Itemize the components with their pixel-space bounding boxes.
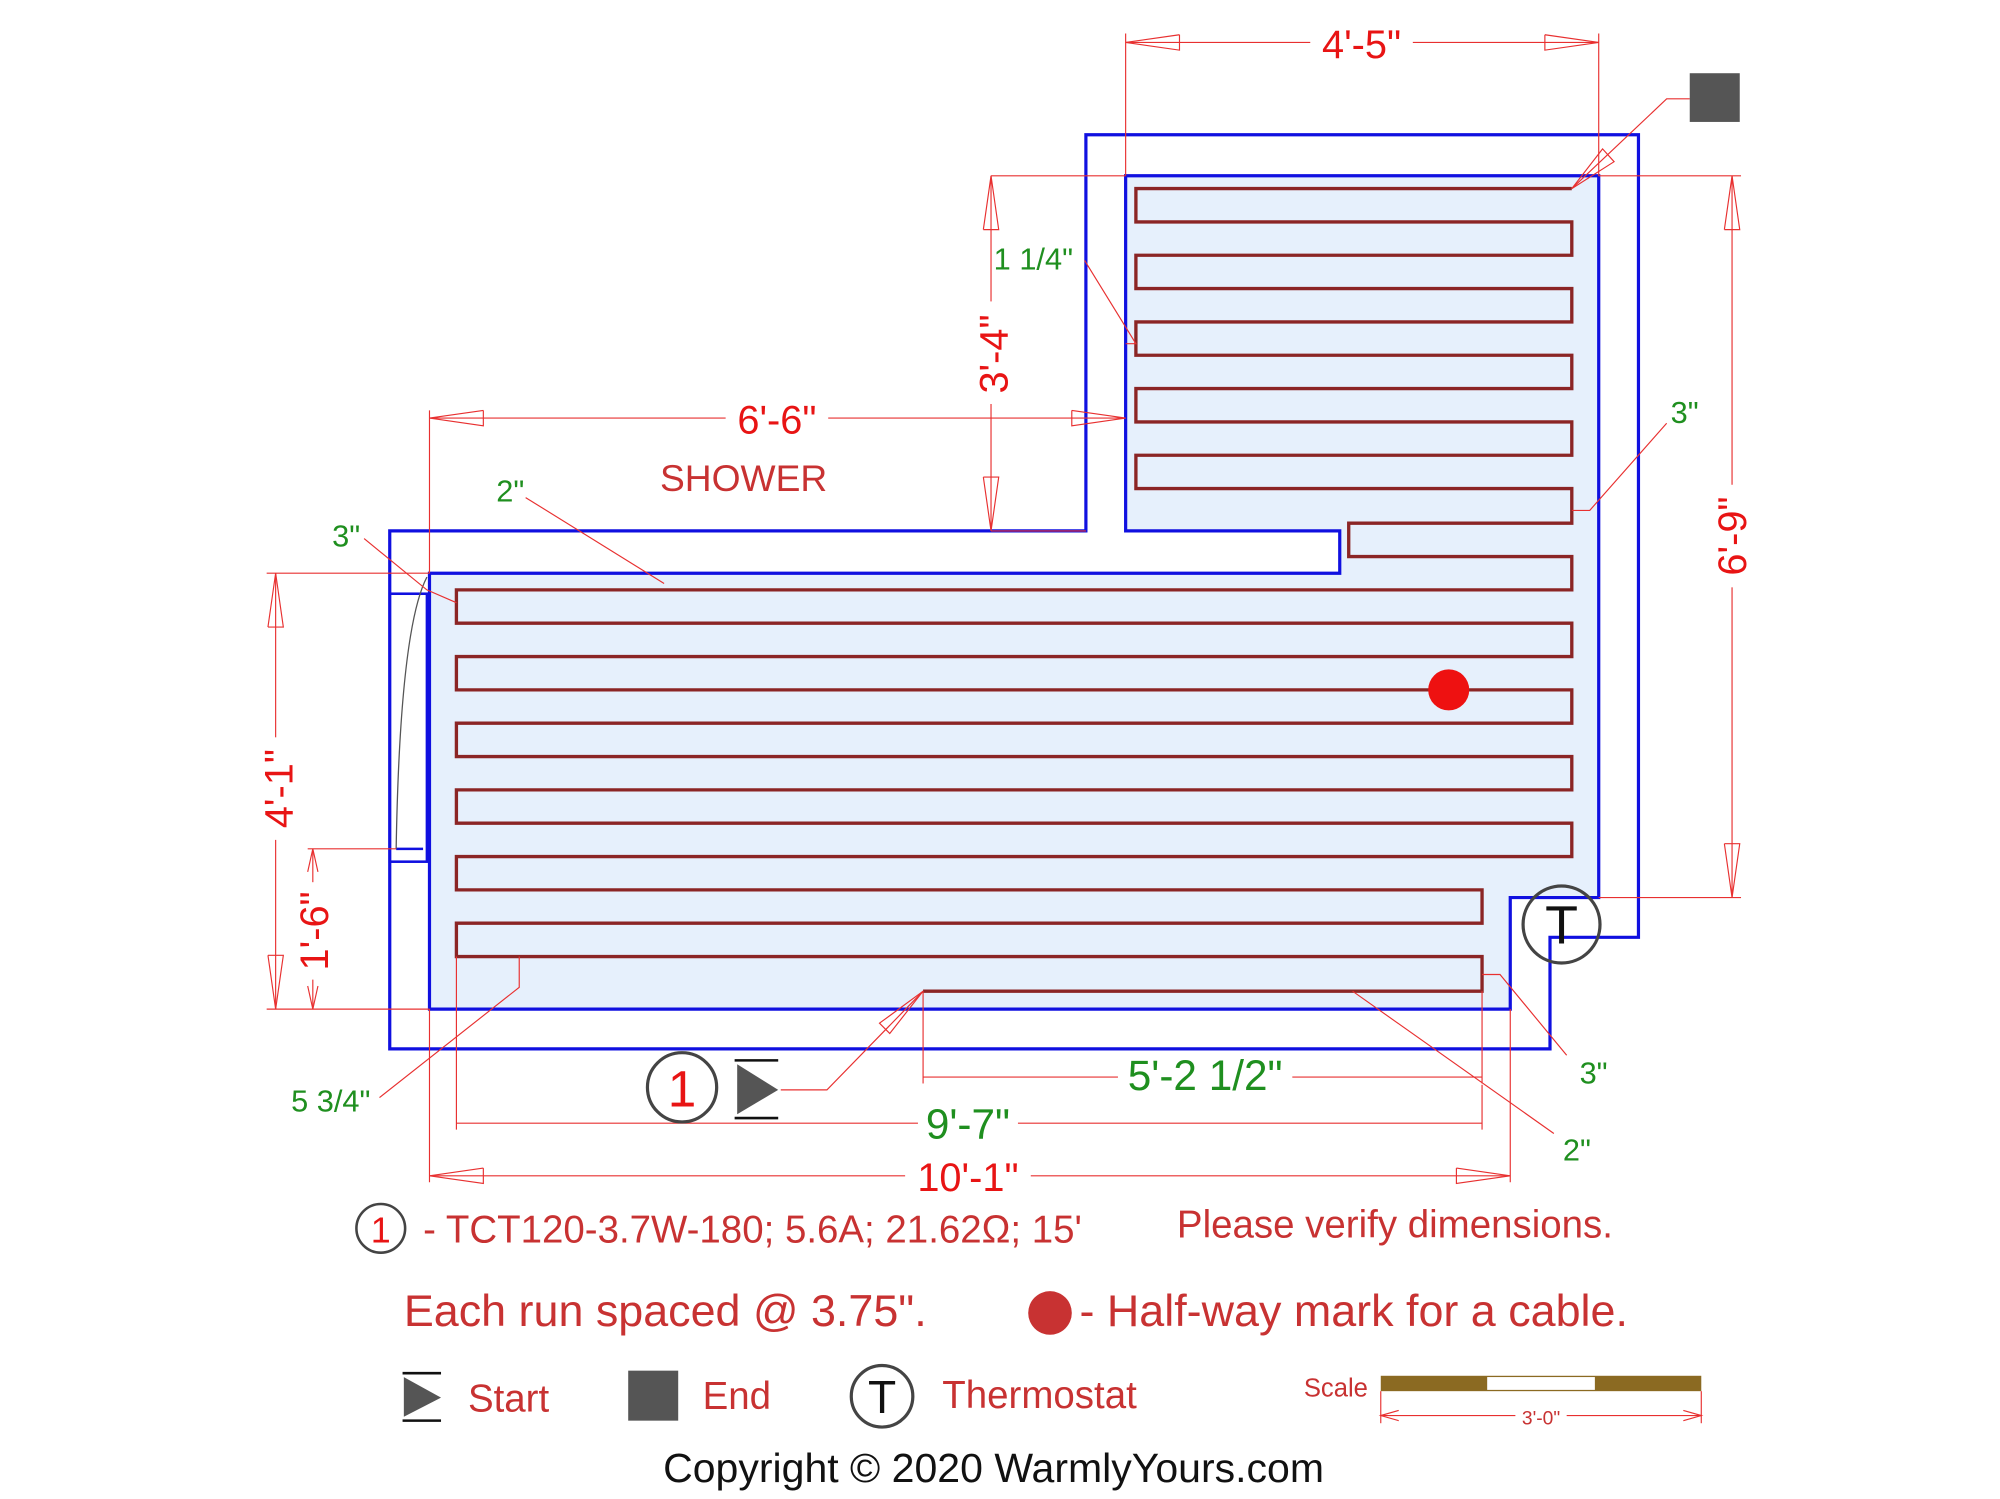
legend-halfway: - Half-way mark for a cable. [1079, 1285, 1627, 1336]
end-marker-square [1689, 73, 1740, 122]
dim-gap-top-2: 2" [496, 473, 524, 508]
dim-run-5-2-1-2: 5'-2 1/2" [1128, 1052, 1283, 1099]
dim-right-height: 6'-9" [1711, 496, 1755, 575]
scale-bar-white-segment [1487, 1377, 1595, 1390]
dim-gap-5-3-4: 5 3/4" [291, 1084, 370, 1119]
legend: 1 - TCT120-3.7W-180; 5.6A; 21.62Ω; 15' P… [355, 1202, 1704, 1491]
dim-gap-left-3: 3" [332, 518, 360, 553]
legend-spacing: Each run spaced @ 3.75". [404, 1285, 927, 1336]
dim-total-10-1: 10'-1" [917, 1156, 1018, 1200]
dim-gap-bottom-3: 3" [1580, 1055, 1608, 1090]
heating-cable [454, 186, 1574, 993]
dim-upper-height: 3'-4" [973, 314, 1017, 393]
legend-thermostat-letter: T [868, 1371, 896, 1423]
dim-top-width: 4'-5" [1322, 23, 1401, 67]
heated-area [427, 174, 1601, 1011]
thermostat-letter: T [1545, 896, 1578, 956]
dim-gap-right-3: 3" [1671, 395, 1699, 430]
legend-cable-number: 1 [371, 1210, 391, 1250]
scale-value: 3'-0" [1522, 1409, 1560, 1430]
legend-start-icon [403, 1377, 442, 1417]
start-triangle-icon [737, 1064, 779, 1115]
dim-gap-bottom-2: 2" [1563, 1132, 1591, 1167]
dimension-labels: ​ 4'-5" 6'-6" SHOWER 3'-4" 6'-9" 4'-1" 1… [256, 23, 1755, 1200]
scale-label: Scale [1304, 1374, 1368, 1402]
dim-run-9-7: 9'-7" [926, 1101, 1010, 1148]
legend-cable-spec: - TCT120-3.7W-180; 5.6A; 21.62Ω; 15' [423, 1208, 1082, 1251]
copyright: Copyright © 2020 WarmlyYours.com [663, 1445, 1324, 1491]
legend-end: End [703, 1375, 771, 1418]
legend-start: Start [468, 1378, 550, 1421]
door-swing [395, 576, 428, 849]
start-number: 1 [668, 1061, 697, 1118]
legend-verify: Please verify dimensions. [1177, 1203, 1613, 1246]
legend-thermostat-icon [849, 1363, 915, 1429]
dim-gap-1-1-4: 1 1/4" [994, 241, 1073, 276]
shower-label: SHOWER [660, 457, 827, 499]
door-threshold [388, 592, 429, 863]
thermostat-marker: T [1521, 884, 1602, 965]
legend-halfway-dot [1028, 1291, 1072, 1335]
dim-shower-width: 6'-6" [737, 398, 816, 442]
dim-left-height: 4'-1" [257, 749, 301, 828]
dim-left-lower: 1'-6" [293, 891, 337, 970]
legend-end-icon [628, 1370, 679, 1421]
halfway-mark-dot [1428, 669, 1470, 711]
legend-thermostat: Thermostat [942, 1374, 1137, 1417]
start-marker: 1 [645, 1051, 779, 1124]
